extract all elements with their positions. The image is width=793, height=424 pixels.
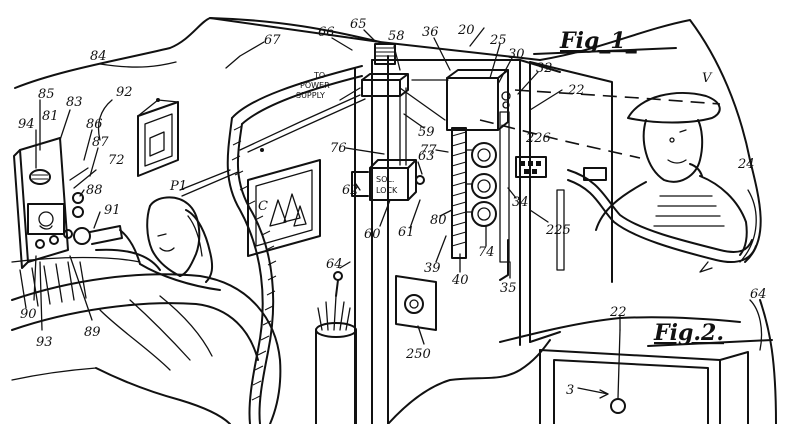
- ref-36: 36: [422, 25, 439, 40]
- leader-lines: [33, 27, 621, 345]
- ceiling-edge: [209, 17, 541, 61]
- ref-94: 94: [18, 117, 35, 132]
- ref-76: 76: [330, 141, 347, 156]
- ref-89: 89: [84, 325, 101, 340]
- ref-93: 93: [36, 335, 53, 350]
- lens-discs: [465, 142, 497, 227]
- ref-60: 60: [364, 227, 381, 242]
- fig2-title: Fig.2.: [653, 320, 724, 346]
- solenoid-label-1: SOL.: [376, 175, 394, 184]
- rack-column: [451, 127, 467, 259]
- solenoid-lock: SOL. LOCK: [351, 159, 425, 201]
- power-note-3: SUPPLY: [296, 91, 325, 100]
- visitor-figure: [595, 92, 748, 256]
- fig1-underline: [533, 47, 677, 55]
- fig2-arrow-label: 3: [566, 383, 574, 398]
- ref-90: 90: [20, 307, 37, 322]
- ref-61: 61: [398, 225, 415, 240]
- ref-74: 74: [478, 245, 495, 260]
- tree-picture: C: [247, 148, 321, 257]
- ref-63: 63: [418, 149, 435, 164]
- ref-30: 30: [508, 47, 525, 62]
- ref-77: 77: [420, 143, 437, 158]
- cable-24: [567, 167, 757, 264]
- wall-picture: [137, 98, 179, 177]
- ref-88: 88: [86, 183, 103, 198]
- lower-breakout-curve: [387, 339, 551, 424]
- ref-20: 20: [457, 23, 475, 38]
- ref-80: 80: [430, 213, 447, 228]
- guide-rail: [499, 111, 510, 281]
- monitor-panel: [13, 137, 97, 269]
- door-frame: [354, 55, 561, 424]
- ref-87: 87: [92, 135, 109, 150]
- right-breakout-edge: [539, 19, 762, 263]
- door-panel: [529, 61, 613, 343]
- umbrella-stand: [315, 271, 357, 424]
- ref-62: 62: [342, 183, 359, 198]
- wiring: [179, 79, 449, 197]
- ref-22-fig2: 22: [609, 305, 627, 320]
- ref-32: 32: [536, 61, 553, 76]
- ref-81: 81: [42, 109, 59, 124]
- ref-250: 250: [405, 347, 431, 362]
- woman-in-bed: [119, 196, 221, 291]
- ref-65: 65: [350, 17, 367, 32]
- ref-67: 67: [264, 33, 281, 48]
- fig2-underline: [647, 339, 773, 347]
- arrow-24: [739, 189, 757, 263]
- door-button-plate: [395, 275, 437, 331]
- ref-24: 24: [737, 157, 755, 172]
- visitor-label: V: [702, 71, 713, 86]
- ref-64: 64: [326, 257, 343, 272]
- solenoid-label-2: LOCK: [376, 186, 398, 195]
- ref-84: 84: [90, 49, 107, 64]
- partition-wall: [226, 65, 363, 424]
- ref-225: 225: [545, 223, 571, 238]
- ref-66: 66: [318, 25, 335, 40]
- ref-34: 34: [512, 195, 529, 210]
- ref-25: 25: [489, 33, 507, 48]
- power-note-2: POWER: [300, 81, 330, 90]
- arrow-64-right: [749, 299, 763, 351]
- ref-22: 22: [567, 83, 585, 98]
- ref-64-fig2: 64: [750, 287, 767, 302]
- line-of-sight-2: [479, 119, 641, 159]
- ref-59: 59: [418, 125, 435, 140]
- ref-226: 226: [525, 131, 551, 146]
- ref-83: 83: [66, 95, 83, 110]
- picture-letter: C: [258, 199, 268, 214]
- ref-86: 86: [86, 117, 103, 132]
- ref-92: 92: [116, 85, 133, 100]
- bed: [11, 248, 282, 424]
- power-note-1: TO: [313, 71, 325, 80]
- arrow-24-head: [699, 261, 713, 273]
- person-label: P1: [169, 179, 187, 194]
- ref-39: 39: [424, 261, 441, 276]
- switch-block: [515, 156, 547, 178]
- handheld-control: [73, 225, 123, 245]
- wall-breakout-outline: [14, 17, 381, 89]
- ref-40: 40: [451, 273, 469, 288]
- ref-35: 35: [500, 281, 517, 296]
- ref-91: 91: [104, 203, 121, 218]
- ref-85: 85: [38, 87, 55, 102]
- ref-72: 72: [108, 153, 125, 168]
- line-of-sight: [514, 89, 721, 105]
- fig2-view: 3: [499, 299, 777, 424]
- ref-58: 58: [388, 29, 405, 44]
